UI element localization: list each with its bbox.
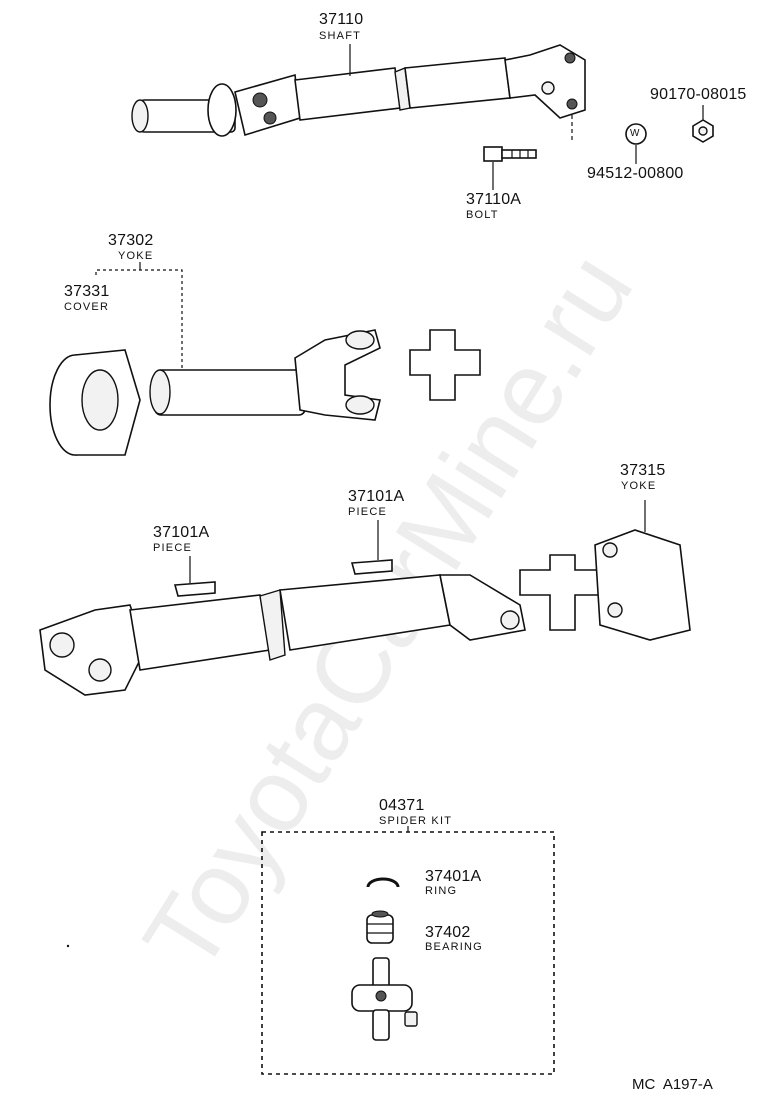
piece-right-shape	[350, 520, 393, 575]
cover-shape	[49, 349, 141, 456]
piece-right-name: PIECE	[348, 506, 388, 518]
piece-left-number: 37101A	[153, 524, 210, 541]
bolt-shape	[483, 146, 537, 190]
spider-kit-box	[261, 826, 555, 1075]
spider-kit-cross-shape	[351, 957, 418, 1041]
bearing-name: BEARING	[425, 941, 483, 953]
speck	[66, 944, 70, 948]
yoke-rear-name: YOKE	[621, 480, 657, 492]
bearing-shape	[366, 910, 394, 944]
yoke-front-number: 37302	[108, 232, 154, 249]
shaft-assembly-top	[131, 44, 586, 140]
piece-left-shape	[173, 556, 216, 597]
shaft-number: 37110	[319, 11, 364, 28]
washer-symbol: W	[630, 128, 640, 139]
washer-shape	[625, 123, 647, 164]
cover-name: COVER	[64, 301, 110, 313]
bearing-number: 37402	[425, 924, 471, 941]
yoke-front-name: YOKE	[118, 250, 154, 262]
bolt-name: BOLT	[466, 209, 499, 221]
nut-shape	[692, 105, 714, 143]
ring-name: RING	[425, 885, 458, 897]
piece-left-name: PIECE	[153, 542, 193, 554]
spider-middle-shape	[409, 329, 481, 401]
shaft-assembly-lower	[39, 500, 691, 696]
yoke-front-shape	[149, 329, 381, 421]
ring-number: 37401A	[425, 868, 482, 885]
spider-kit-name: SPIDER KIT	[379, 815, 453, 827]
piece-right-number: 37101A	[348, 488, 405, 505]
nut-number: 90170-08015	[650, 86, 747, 103]
shaft-name: SHAFT	[319, 30, 362, 42]
yoke-rear-number: 37315	[620, 462, 666, 479]
spider-kit-number: 04371	[379, 797, 425, 814]
bolt-number: 37110A	[466, 191, 522, 208]
footer-code: MC A197-A	[632, 1076, 713, 1093]
washer-number: 94512-00800	[587, 165, 684, 182]
cover-number: 37331	[64, 283, 110, 300]
yoke-front-bracket	[95, 262, 183, 370]
ring-shape	[366, 877, 400, 888]
